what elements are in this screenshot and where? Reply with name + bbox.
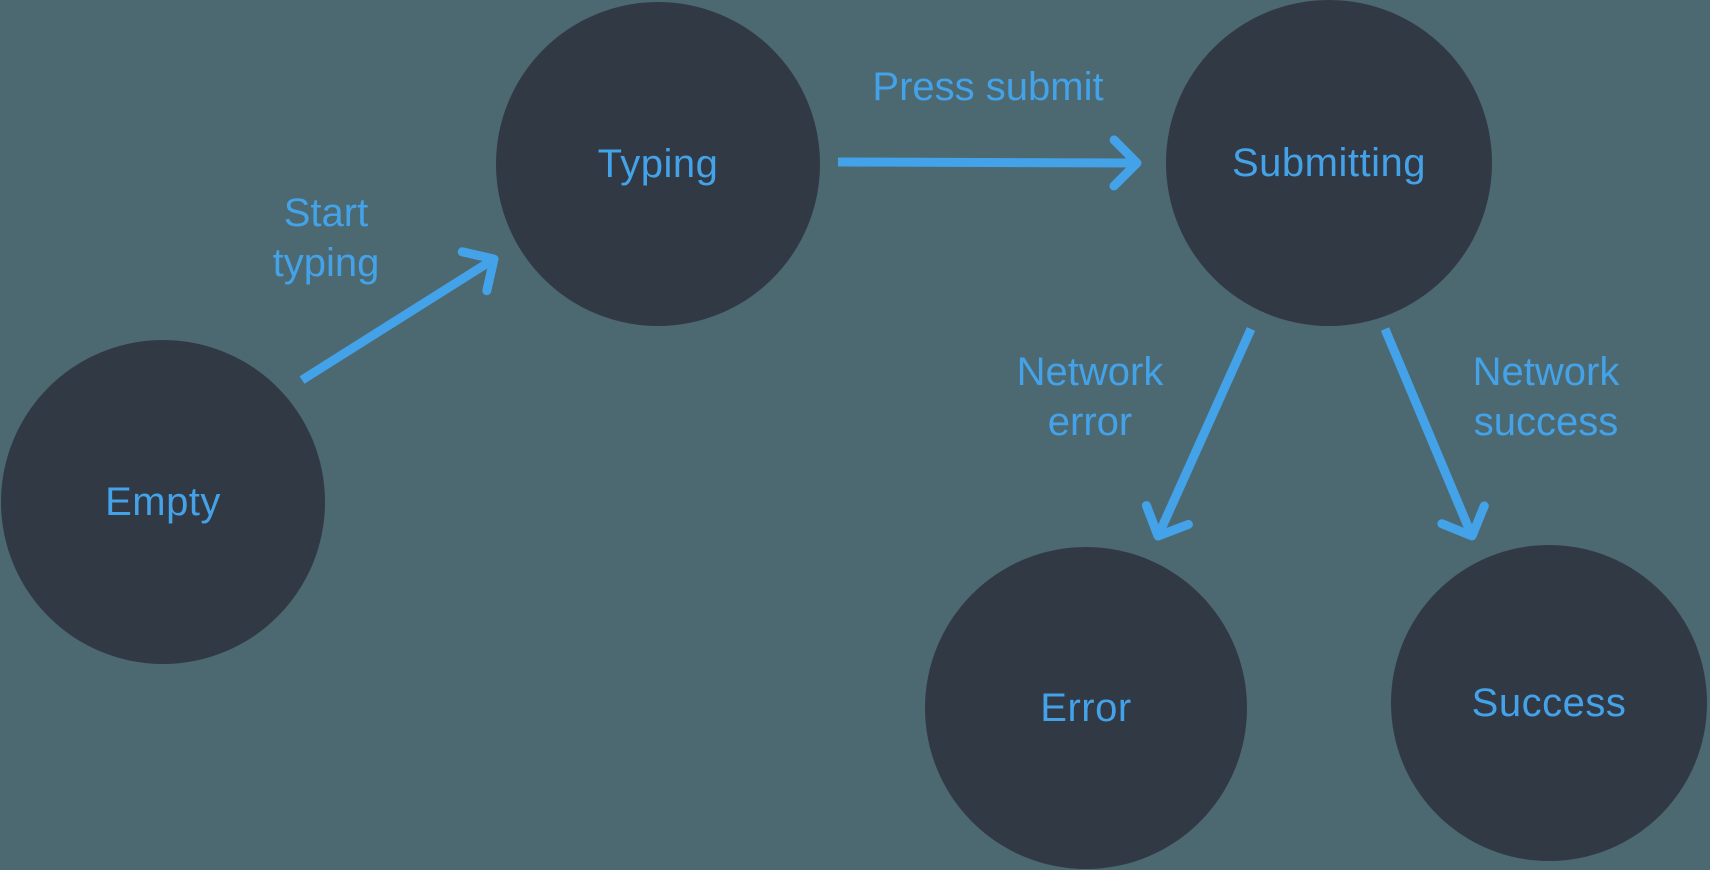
state-label-submitting: Submitting bbox=[1232, 140, 1426, 185]
state-label-error: Error bbox=[1040, 685, 1132, 730]
state-node-empty: Empty bbox=[1, 340, 325, 664]
transition-label-start-typing: Start typing bbox=[272, 191, 380, 285]
state-label-empty: Empty bbox=[105, 479, 221, 524]
transition-arrow-network-success bbox=[1380, 327, 1489, 541]
transition-arrow-press-submit bbox=[837, 135, 1142, 191]
state-label-success: Success bbox=[1471, 680, 1627, 725]
transition-label-network-success: Network success bbox=[1472, 350, 1620, 444]
state-node-success: Success bbox=[1391, 545, 1707, 861]
state-node-typing: Typing bbox=[496, 2, 820, 326]
transition-arrow-start-typing bbox=[299, 247, 499, 384]
state-label-typing: Typing bbox=[597, 141, 719, 186]
transition-arrow-network-error bbox=[1141, 327, 1256, 541]
transition-label-press-submit: Press submit bbox=[872, 65, 1104, 109]
state-node-submitting: Submitting bbox=[1166, 0, 1492, 326]
transition-label-network-error: Network error bbox=[1016, 350, 1164, 444]
state-node-error: Error bbox=[925, 547, 1247, 869]
